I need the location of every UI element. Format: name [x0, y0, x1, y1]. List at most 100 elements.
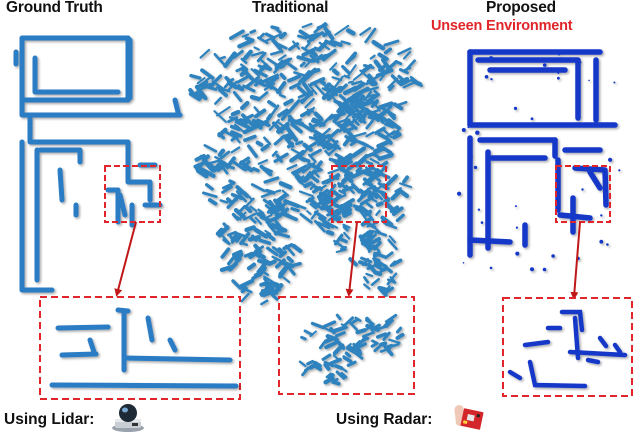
- trad-point-cluster: [309, 32, 321, 39]
- trad-point-cluster: [308, 122, 315, 130]
- trad-point-cluster: [369, 54, 376, 60]
- trad-point-cluster: [321, 91, 330, 101]
- trad-point-cluster: [230, 192, 244, 201]
- trad-point-cluster: [223, 164, 229, 170]
- trad-point-cluster: [260, 257, 271, 263]
- trad-point-cluster: [284, 244, 295, 256]
- trad-point-cluster: [331, 68, 340, 76]
- trad-point-cluster: [251, 167, 260, 173]
- trad-point-cluster: [340, 40, 351, 46]
- trad-point-cluster: [369, 196, 378, 203]
- trad-point-cluster: [195, 168, 209, 179]
- trad-point-cluster: [203, 144, 218, 153]
- prop-noise-point: [548, 58, 552, 62]
- trad-point-cluster: [382, 197, 391, 203]
- prop-noise-point: [618, 169, 621, 172]
- trad-point-cluster: [324, 139, 331, 147]
- trad-point-cluster: [309, 54, 320, 64]
- trad-point-cluster: [240, 211, 247, 219]
- using-lidar-label: Using Lidar:: [4, 411, 95, 428]
- trad-point-cluster: [365, 201, 374, 209]
- trad-point-cluster: [338, 94, 350, 105]
- trad-zoom-cluster: [374, 325, 387, 332]
- trad-point-cluster: [383, 39, 400, 47]
- trad-point-cluster: [355, 166, 363, 174]
- trad-point-cluster: [227, 77, 235, 84]
- trad-point-cluster: [329, 39, 343, 48]
- trad-point-cluster: [249, 205, 258, 213]
- trad-point-cluster: [389, 276, 395, 282]
- trad-point-cluster: [220, 247, 231, 259]
- trad-point-cluster: [402, 50, 412, 60]
- trad-point-cluster: [274, 57, 291, 68]
- trad-point-cluster: [345, 28, 356, 36]
- prop-noise-point: [551, 254, 555, 258]
- trad-point-cluster: [234, 215, 242, 221]
- trad-point-cluster: [388, 176, 397, 184]
- trad-point-cluster: [373, 270, 383, 277]
- trad-point-cluster: [250, 183, 266, 193]
- trad-point-cluster: [257, 91, 269, 101]
- trad-point-cluster: [278, 54, 287, 61]
- trad-point-cluster: [381, 160, 389, 167]
- trad-point-cluster: [326, 82, 341, 94]
- trad-point-cluster: [230, 109, 241, 117]
- trad-point-cluster: [312, 186, 322, 194]
- trad-point-cluster: [261, 73, 280, 84]
- trad-point-cluster: [249, 216, 257, 224]
- trad-point-cluster: [363, 283, 371, 290]
- trad-point-cluster: [378, 101, 394, 110]
- trad-point-cluster: [219, 199, 229, 204]
- prop-zoom-wall: [597, 335, 609, 349]
- trad-point-cluster: [229, 235, 235, 242]
- trad-point-cluster: [345, 184, 355, 195]
- trad-point-cluster: [277, 232, 290, 239]
- trad-point-cluster: [290, 148, 302, 155]
- trad-point-cluster: [284, 136, 295, 148]
- prop-noise-point: [548, 125, 552, 128]
- trad-point-cluster: [402, 175, 410, 184]
- trad-point-cluster: [358, 111, 368, 123]
- trad-point-cluster: [296, 204, 307, 210]
- gt-zoom-wall: [145, 315, 155, 343]
- trad-point-cluster: [276, 120, 285, 128]
- trad-point-cluster: [249, 94, 261, 102]
- trad-point-cluster: [377, 52, 389, 61]
- prop-zoom-wall: [585, 357, 601, 365]
- trad-point-cluster: [316, 160, 323, 169]
- gt-zoom-wall: [121, 355, 233, 363]
- trad-point-cluster: [332, 96, 342, 108]
- trad-point-cluster: [215, 227, 224, 236]
- trad-point-cluster: [247, 234, 261, 242]
- trad-zoom-cluster: [298, 360, 307, 368]
- trad-point-cluster: [397, 47, 412, 56]
- trad-point-cluster: [275, 189, 282, 193]
- trad-point-cluster: [219, 150, 231, 160]
- trad-point-cluster: [244, 36, 255, 43]
- trad-zoom-cluster: [344, 351, 352, 358]
- trad-point-cluster: [350, 54, 357, 61]
- prop-wall: [467, 237, 513, 245]
- trad-point-cluster: [244, 225, 256, 233]
- trad-point-cluster: [343, 74, 351, 79]
- trad-point-cluster: [324, 39, 337, 48]
- trad-point-cluster: [365, 119, 374, 130]
- trad-zoom-cluster: [370, 342, 378, 348]
- trad-point-cluster: [301, 162, 316, 174]
- trad-point-cluster: [199, 48, 211, 59]
- trad-point-cluster: [304, 97, 315, 109]
- trad-zoom-cluster: [351, 318, 359, 324]
- trad-point-cluster: [253, 46, 260, 51]
- trad-point-cluster: [302, 142, 313, 152]
- trad-point-cluster: [365, 160, 374, 166]
- trad-point-cluster: [243, 113, 254, 121]
- trad-point-cluster: [255, 140, 264, 147]
- trad-point-cluster: [334, 161, 343, 172]
- prop-noise-point: [467, 126, 470, 129]
- prop-noise-point: [613, 81, 616, 84]
- trad-point-cluster: [216, 106, 231, 117]
- trad-point-cluster: [387, 238, 398, 251]
- prop-zoom-arrow: [570, 221, 581, 300]
- trad-point-cluster: [343, 231, 351, 240]
- trad-point-cluster: [295, 140, 304, 146]
